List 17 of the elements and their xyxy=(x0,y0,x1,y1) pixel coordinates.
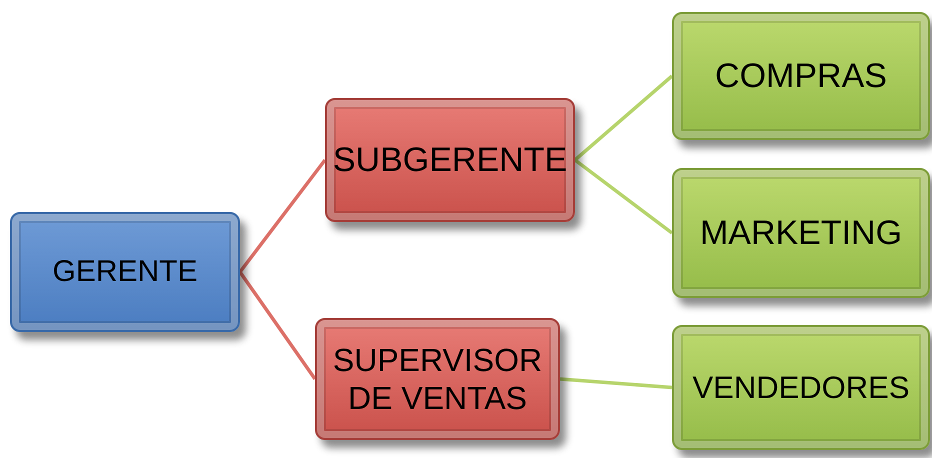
box-label: VENDEDORES xyxy=(692,368,910,406)
connector-line xyxy=(238,158,326,274)
box-label: MARKETING xyxy=(700,212,902,254)
org-box xyxy=(10,212,240,332)
org-box xyxy=(672,168,930,298)
connector-line xyxy=(574,158,674,234)
box-label: SUBGERENTE xyxy=(332,140,568,180)
org-box xyxy=(325,98,575,222)
connector-line xyxy=(238,271,316,380)
box-label: GERENTE xyxy=(52,254,198,290)
connector-line xyxy=(574,74,674,162)
org-box xyxy=(315,318,560,440)
box-label: SUPERVISOR DE VENTAS xyxy=(332,340,544,418)
org-box xyxy=(672,12,930,140)
connector-line xyxy=(560,377,672,390)
org-box xyxy=(672,325,930,450)
box-label: COMPRAS xyxy=(715,56,887,96)
